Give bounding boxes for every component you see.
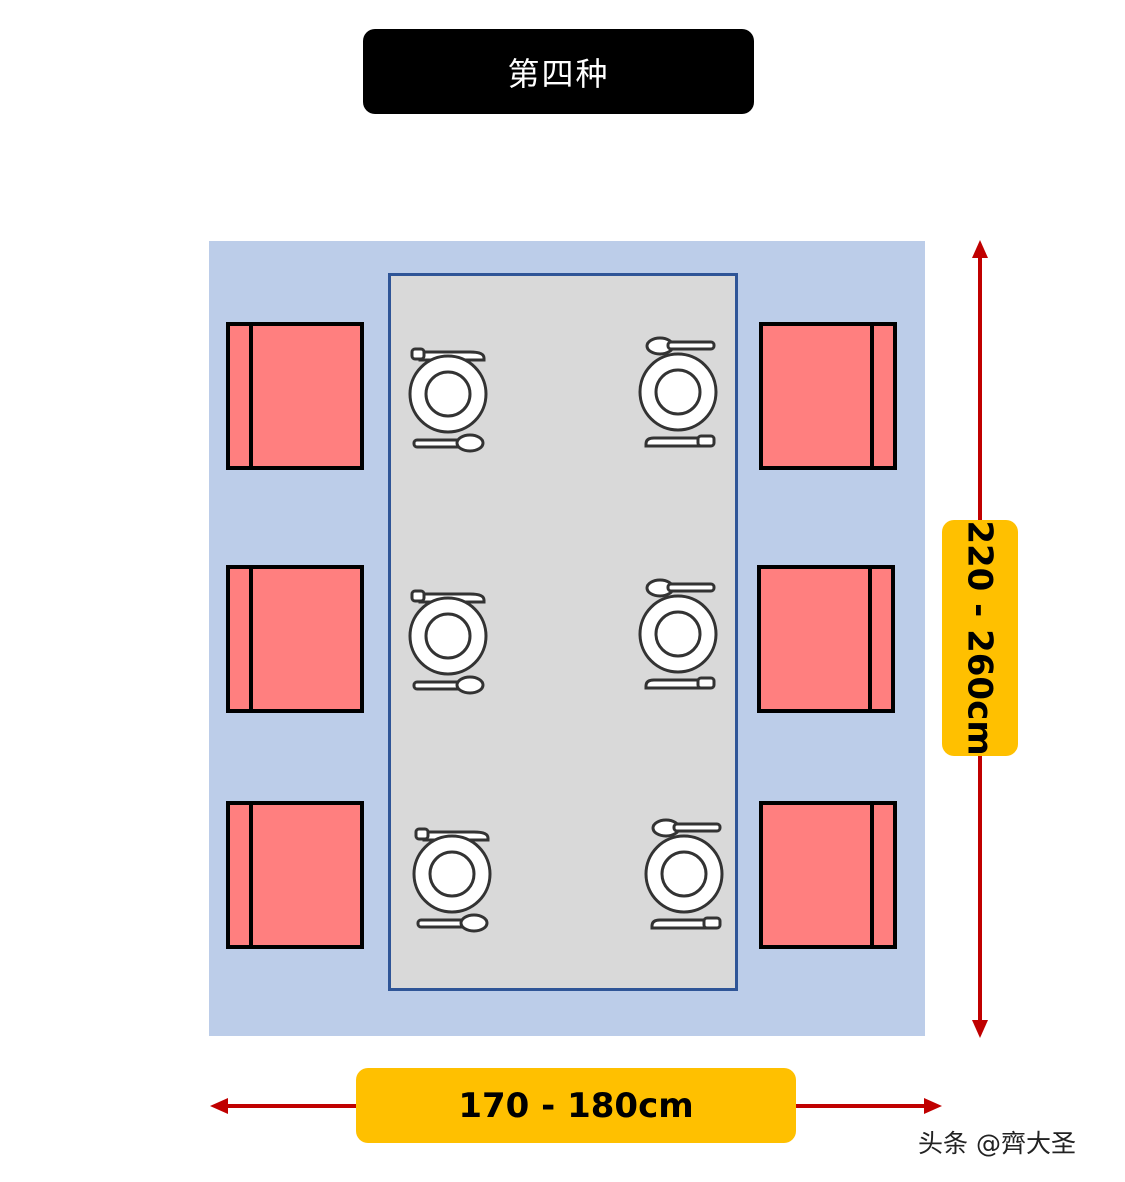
place-setting-right-2 bbox=[638, 578, 718, 690]
chair-backrest bbox=[230, 805, 253, 945]
chair-right-2 bbox=[757, 565, 895, 713]
chair-backrest bbox=[870, 326, 893, 466]
chair-left-2 bbox=[226, 565, 364, 713]
place-setting-left-1 bbox=[408, 347, 488, 453]
chair-backrest bbox=[230, 569, 253, 709]
chair-backrest bbox=[230, 326, 253, 466]
place-setting-right-3 bbox=[644, 818, 724, 930]
watermark-text: 头条 @齊大圣 bbox=[918, 1129, 1076, 1158]
height-label: 220 - 260cm bbox=[942, 520, 1018, 756]
width-dimension-arrow bbox=[210, 1098, 942, 1114]
chair-backrest bbox=[868, 569, 891, 709]
place-setting-left-3 bbox=[412, 827, 492, 933]
height-label-text: 220 - 260cm bbox=[960, 520, 1000, 756]
chair-left-3 bbox=[226, 801, 364, 949]
chair-right-1 bbox=[759, 322, 897, 470]
width-label-text: 170 - 180cm bbox=[458, 1085, 694, 1126]
chair-backrest bbox=[870, 805, 893, 945]
height-dimension-arrow bbox=[972, 240, 988, 1038]
title-banner: 第四种 bbox=[363, 29, 754, 114]
chair-left-1 bbox=[226, 322, 364, 470]
place-setting-right-1 bbox=[638, 336, 718, 448]
place-setting-left-2 bbox=[408, 589, 488, 695]
title-text: 第四种 bbox=[507, 54, 610, 93]
width-label: 170 - 180cm bbox=[356, 1068, 796, 1143]
chair-right-3 bbox=[759, 801, 897, 949]
